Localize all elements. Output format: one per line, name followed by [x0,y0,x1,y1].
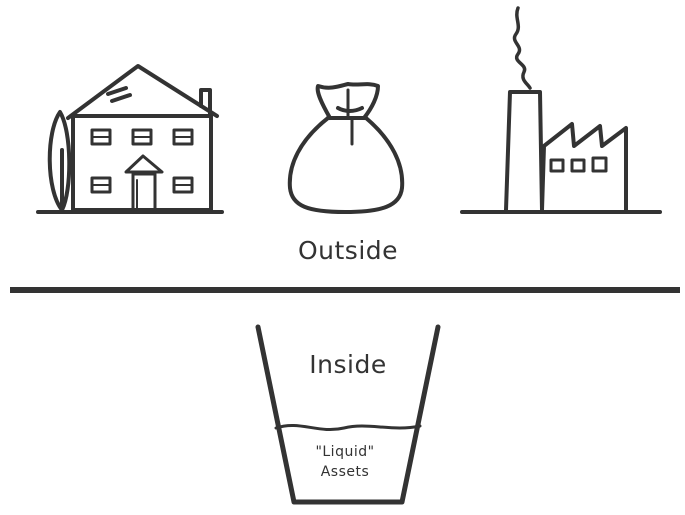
house-icon [36,64,224,214]
liquid-surface [274,423,422,431]
money-bag-icon [287,82,405,214]
outside-label: Outside [297,236,399,265]
inside-label: Inside [309,350,387,379]
glass-icon [255,324,441,505]
factory-icon [460,6,662,214]
liquid-assets-label: "Liquid" Assets [285,442,405,482]
liquid-assets-line-2: Assets [320,464,370,480]
liquid-assets-line-1: "Liquid" [315,444,375,460]
